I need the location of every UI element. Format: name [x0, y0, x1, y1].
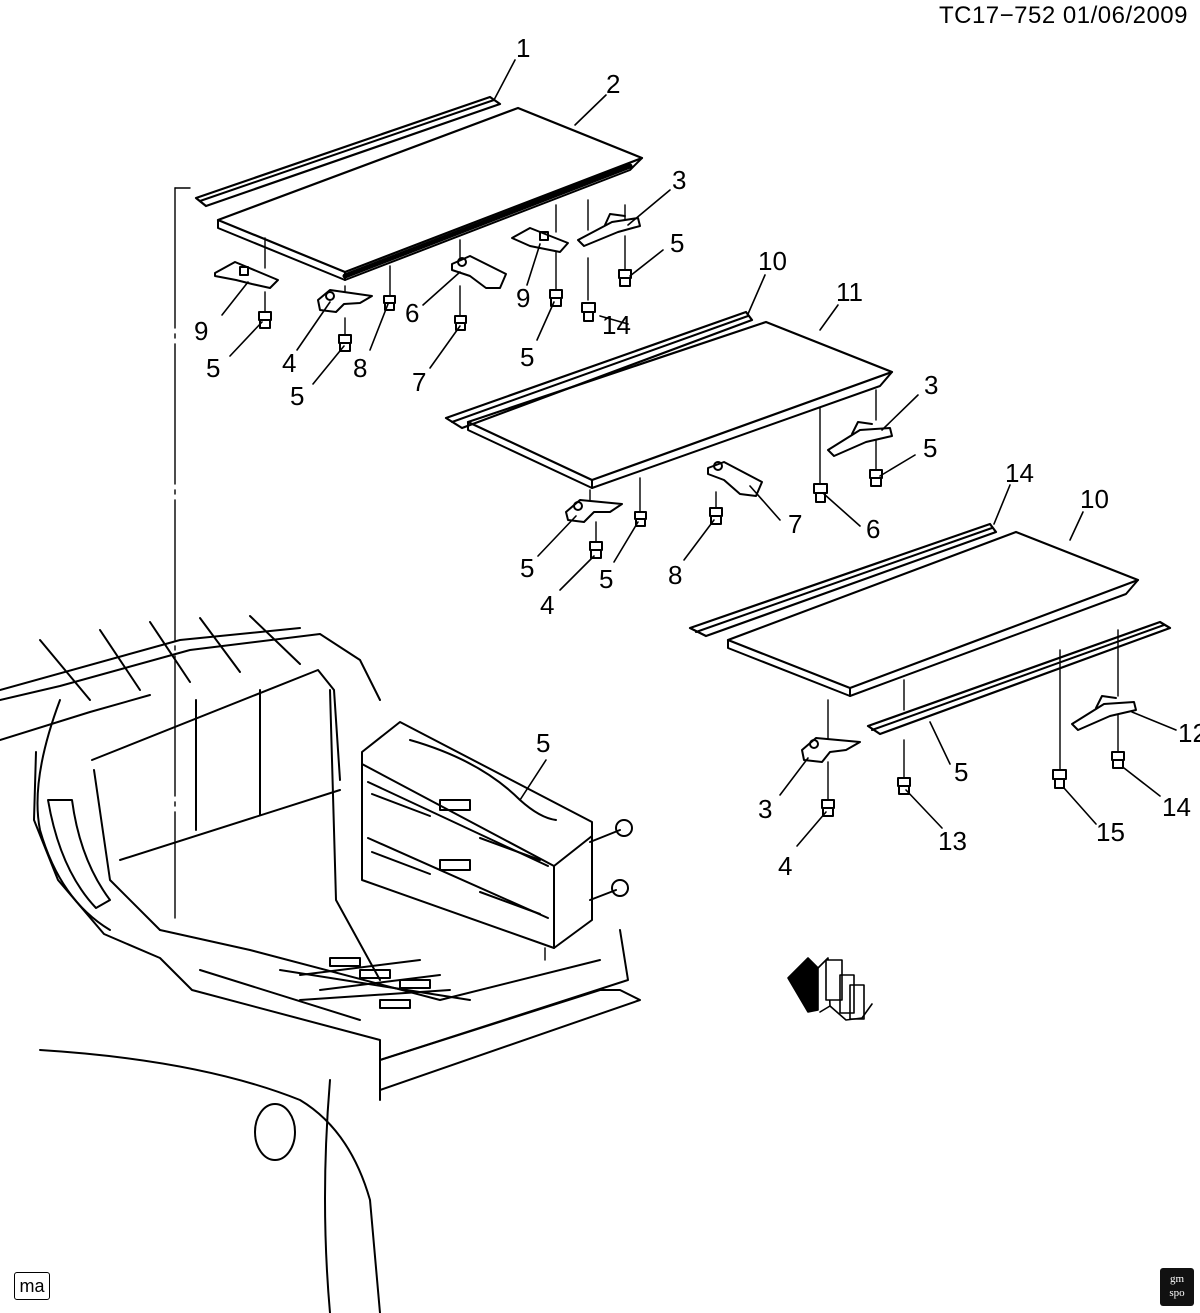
- front-direction-arrow-icon: [787, 957, 873, 1021]
- latch-4-top: [317, 289, 373, 313]
- callout: 3: [672, 165, 686, 195]
- bracket-6-mid: [707, 461, 763, 497]
- callout: 8: [353, 353, 367, 383]
- hinge-3-top: [577, 213, 641, 247]
- callout: 8: [668, 560, 682, 590]
- drawing-id: TC17−752 01/06/2009: [938, 2, 1188, 29]
- dashed-leader-lines-low: [827, 629, 1119, 801]
- callout: 5: [520, 553, 534, 583]
- gm-spo-logo-icon: gm spo: [1160, 1268, 1194, 1306]
- bracket-9-left: [214, 261, 279, 289]
- callout: 5: [923, 433, 937, 463]
- illustrator-badge: ma: [14, 1272, 50, 1300]
- callout: 14: [1005, 458, 1034, 488]
- callout: 6: [866, 514, 880, 544]
- callout: 11: [836, 277, 863, 307]
- callout: 5: [206, 353, 220, 383]
- callout: 10: [758, 246, 787, 276]
- callout: 5: [670, 228, 684, 258]
- dashed-leader-lines-top: [174, 187, 626, 919]
- callout: 10: [1080, 484, 1109, 514]
- seal-strip-10-mid: [444, 310, 754, 430]
- bracket-9-right: [511, 227, 569, 253]
- callout: 13: [938, 826, 967, 856]
- storage-box-16: [361, 721, 633, 961]
- callout: 1: [516, 33, 530, 63]
- callout: 9: [516, 283, 530, 313]
- callout: 5: [536, 728, 550, 758]
- callout: 4: [282, 348, 296, 378]
- fasteners-top: [258, 269, 632, 352]
- latch-4-low: [801, 737, 861, 763]
- callout: 5: [599, 564, 613, 594]
- logo-line-1: gm: [1169, 1273, 1185, 1285]
- truck-body: [0, 615, 641, 1313]
- callout: 5: [954, 757, 968, 787]
- callout-labels: 1 2 3 5 9 4 5 8 6 7 9 5 14 5 5 10 11 3 5…: [194, 33, 1200, 881]
- seal-strip-10-low: [688, 522, 998, 638]
- callout: 9: [194, 316, 208, 346]
- latch-4-mid: [565, 499, 623, 523]
- callout: 5: [290, 381, 304, 411]
- logo-line-2: spo: [1169, 1287, 1185, 1299]
- panel-2: [216, 106, 644, 281]
- callout: 7: [788, 509, 802, 539]
- hinge-3-low: [1071, 695, 1137, 731]
- panel-12: [726, 530, 1140, 697]
- callout: 14: [602, 310, 631, 340]
- callout: 4: [778, 851, 792, 881]
- callout: 2: [606, 69, 620, 99]
- callout: 3: [758, 794, 772, 824]
- callout: 4: [540, 590, 554, 620]
- callout: 15: [1096, 817, 1125, 847]
- callout: 14: [1162, 792, 1191, 822]
- callout-leaders: [221, 59, 1177, 847]
- callout: 3: [924, 370, 938, 400]
- seal-strip-1: [194, 95, 502, 208]
- callout: 12: [1178, 718, 1200, 748]
- panel-11: [466, 320, 894, 489]
- callout: 5: [520, 342, 534, 372]
- callout: 6: [405, 298, 419, 328]
- hinge-3-mid: [827, 421, 893, 457]
- bracket-6-top: [451, 255, 507, 289]
- callout: 7: [412, 367, 426, 397]
- rail-13: [866, 620, 1172, 736]
- fasteners-low: [821, 751, 1125, 817]
